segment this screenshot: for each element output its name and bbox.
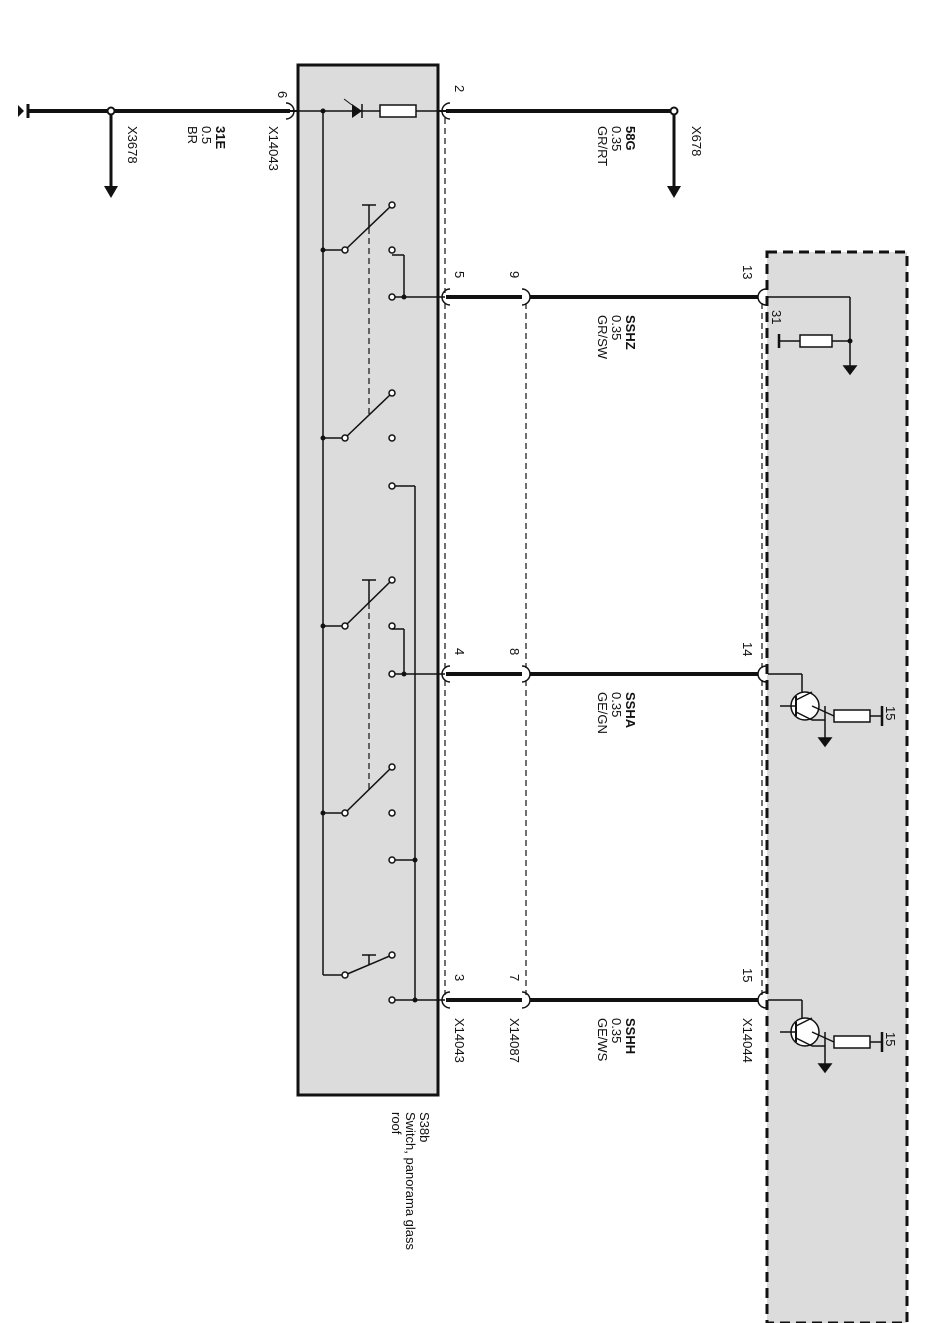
wire-color-sshz: GR/SW [595,315,610,360]
wire-signal-58g: 58G [623,126,638,151]
wire-color-58g: GR/RT [595,126,610,166]
pin-label-2: 2 [452,85,467,92]
wire-signal-31e: 31E [213,126,228,149]
wire-color-ssha: GE/GN [595,692,610,734]
junction [847,338,853,344]
pin-label-3: 3 [452,974,467,981]
wire-signal-sshz: SSHZ [623,315,638,350]
connector-label-x3678: X3678 [125,126,140,164]
wire-color-sshh: GE/WS [595,1018,610,1062]
pin-label-14: 14 [740,642,755,656]
component-name-line1: Switch, panorama glass [403,1112,418,1251]
shield-lines [444,118,763,995]
connector-label-x678: X678 [689,126,704,156]
connector-label-x14087: X14087 [507,1018,522,1063]
wire-size-ssha: 0.35 [609,692,624,717]
pin-label-31: 31 [769,310,784,324]
wire-size-sshh: 0.35 [609,1018,624,1043]
pin-label-15-sshh: 15 [883,1032,898,1046]
control-module-box [765,250,909,1323]
top-wire [18,102,681,198]
pin-label-15: 15 [740,968,755,982]
component-id: S38b [417,1112,432,1142]
connector-pin-marks [441,288,767,1009]
wire-size-58g: 0.35 [609,126,624,151]
pin-label-13: 13 [740,265,755,279]
connector-label-x14044: X14044 [740,1018,755,1063]
illumination-circuit [298,98,438,118]
pin-label-8: 8 [507,648,522,655]
connector-label-x14043-bottom: X14043 [452,1018,467,1063]
pin-label-5: 5 [452,271,467,278]
transistor-circuit-b [768,999,884,1074]
pin-label-9: 9 [507,271,522,278]
wire-size-31e: 0.5 [199,126,214,144]
signal-wires [446,295,758,1002]
wire-size-sshz: 0.35 [609,315,624,340]
transistor-circuit-a [768,673,884,748]
connector-label-x14043-top: X14043 [266,126,281,171]
module-pin31-circuit [768,296,858,376]
internal-junctions [320,247,418,1003]
wire-color-31e: BR [185,126,200,144]
wire-signal-sshh: SSHH [623,1018,638,1054]
pin-label-6: 6 [275,91,290,98]
switch-internal [322,111,445,1004]
wire-signal-ssha: SSHA [623,692,638,729]
component-name-line2: roof [389,1112,404,1135]
pin-label-15-ssha: 15 [883,706,898,720]
pin-label-4: 4 [452,648,467,655]
pin-label-7: 7 [507,974,522,981]
